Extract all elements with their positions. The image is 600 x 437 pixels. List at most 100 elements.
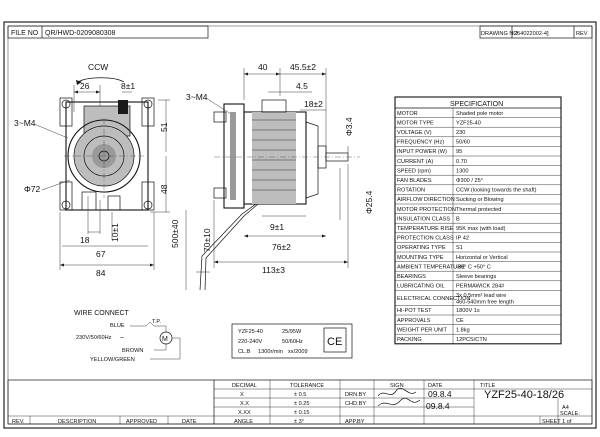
- dim-76: 76±2: [272, 242, 291, 252]
- spec-value: Φ300 / 25°: [456, 178, 483, 184]
- spec-label: CURRENT (A): [397, 159, 433, 165]
- description-col-label: DESCRIPTION: [58, 419, 96, 425]
- spec-value: 0.70: [456, 159, 467, 165]
- np-power: 25/95W: [282, 329, 302, 335]
- spec-value: 12PCS/CTN: [456, 337, 487, 343]
- title-block: DECIMAL TOLERANCE X ± 0.5 X.X ± 0.25 X.X…: [7, 379, 593, 425]
- chd-signature-icon: [377, 397, 421, 407]
- spec-label: HI-POT TEST: [397, 308, 432, 314]
- dim-8: 8±1: [121, 81, 135, 91]
- dim-51: 51: [159, 122, 169, 132]
- spec-label: PACKING: [397, 337, 422, 343]
- spec-label: ROTATION: [397, 188, 425, 194]
- app-label: APP.BY: [345, 419, 365, 425]
- np-freq: 50/60Hz: [282, 339, 303, 345]
- spec-label: BEARINGS: [397, 274, 426, 280]
- date-2: 09.8.4: [426, 401, 450, 411]
- np-class: CL.B: [238, 349, 251, 355]
- drawing-title: YZF25-40-18/26: [484, 389, 564, 401]
- nameplate: YZF25-40 25/95W 220-240V 50/60Hz CL.B 13…: [231, 323, 353, 359]
- decimal-label: DECIMAL: [232, 383, 257, 389]
- dim-phi72: Φ72: [24, 184, 41, 194]
- wire-connect: WIRE CONNECT T.P. BLUE 230V/50/60Hz BROW…: [74, 310, 181, 363]
- spec-value: PERMAWICK 284#: [456, 284, 505, 290]
- ccw-label: CCW: [88, 62, 108, 72]
- brown-label: BROWN: [122, 348, 143, 354]
- dim-phi25-4: Φ25.4: [364, 190, 374, 214]
- spec-value: CCW (looking towards the shaft): [456, 188, 537, 194]
- spec-label: AMBIENT TEMPERATURE: [397, 264, 465, 270]
- spec-label: SPEED (rpm): [397, 168, 431, 174]
- spec-value: 1.8kg: [456, 327, 470, 333]
- date-1: 09.8.4: [428, 389, 452, 399]
- wire-connect-title: WIRE CONNECT: [74, 310, 130, 317]
- spec-label: MOTOR PROTECTION: [397, 207, 456, 213]
- spec-label: MOTOR: [397, 111, 418, 117]
- spec-label: APPROVALS: [397, 318, 431, 324]
- yellow-green-label: YELLOW/GREEN: [90, 357, 135, 363]
- spec-label: AIRFLOW DIRECTION: [397, 197, 455, 203]
- drawing-no-value: 254022002-4]: [514, 31, 549, 37]
- spec-label: TEMPERATURE RISE: [397, 226, 454, 232]
- sheet-label: SHEET 1 of: [542, 419, 572, 425]
- np-speed: 1300r/min: [258, 349, 283, 355]
- motor-symbol-label: M: [162, 336, 168, 343]
- spec-value: B: [456, 216, 460, 222]
- spec-value: 1800V 1s: [456, 308, 480, 314]
- spec-label: OPERATING TYPE: [397, 245, 446, 251]
- spec-label: INSULATION CLASS: [397, 216, 450, 222]
- dim-10: 10±1: [110, 223, 120, 242]
- drn-label: DRN.BY: [345, 392, 366, 398]
- spec-label: INPUT POWER (W): [397, 149, 447, 155]
- dim-48: 48: [159, 184, 169, 194]
- supply-label: 230V/50/60Hz: [76, 335, 112, 341]
- spec-label: WEIGHT PER UNIT: [397, 327, 448, 333]
- spec-value: 230: [456, 130, 465, 136]
- blue-label: BLUE: [110, 323, 125, 329]
- dim-70: 70±10: [202, 228, 212, 252]
- side-thread-label: 3~M4: [186, 92, 208, 102]
- header-bar: FILE NO QR/HWD-0209080308 DRAWING NO 254…: [7, 25, 593, 39]
- spec-value: Shaded pole motor: [456, 111, 503, 117]
- spec-label: LUBRICATING OIL: [397, 284, 445, 290]
- ccw-arrow-icon: [77, 77, 125, 83]
- header-rev-label: REV: [576, 31, 588, 37]
- spec-label: FREQUENCY (Hz): [397, 140, 444, 146]
- dim-phi3-4: Φ3.4: [344, 117, 354, 136]
- tol-decimal-2: X.XX: [238, 410, 251, 416]
- spec-label: VOLTAGE (V): [397, 130, 432, 136]
- spec-value: IP 42: [456, 236, 469, 242]
- spec-value: Sucking or Blowing: [456, 197, 504, 203]
- tolerance-label: TOLERANCE: [290, 383, 324, 389]
- approved-col-label: APPROVED: [126, 419, 157, 425]
- tol-value-2: ± 0.15: [294, 410, 310, 416]
- size-value: A4: [562, 405, 569, 411]
- np-date: xx/2009: [288, 349, 308, 355]
- spec-label: MOTOR TYPE: [397, 120, 434, 126]
- title-label: TITLE: [480, 383, 495, 389]
- dim-45-5: 45.5±2: [290, 62, 316, 72]
- rev-col-label: REV.: [12, 419, 25, 425]
- scale-label: SCALE:: [560, 411, 580, 417]
- dim-26: 26: [80, 81, 90, 91]
- spec-label: PROTECTION CLASS: [397, 236, 454, 242]
- dim-40: 40: [258, 62, 268, 72]
- dim-113: 113±3: [262, 265, 285, 275]
- tol-decimal-0: X: [240, 392, 244, 398]
- dim-4-5: 4.5: [296, 81, 308, 91]
- dim-67: 67: [96, 249, 106, 259]
- spec-value: Horizontal or Vertical: [456, 255, 508, 261]
- spec-value: CE: [456, 318, 464, 324]
- dim-18: 18: [80, 235, 90, 245]
- drn-signature-icon: [377, 387, 417, 397]
- tol-value-3: ± 3°: [294, 419, 304, 425]
- spec-value: 50/60: [456, 140, 470, 146]
- spec-value: 1300: [456, 168, 468, 174]
- dim-84: 84: [96, 268, 106, 278]
- spec-value: 3x 0.5mm² lead wire: [456, 293, 506, 299]
- dim-9: 9±1: [270, 222, 284, 232]
- dim-500: 500±40: [170, 219, 180, 248]
- tol-value-1: ± 0.25: [294, 401, 310, 407]
